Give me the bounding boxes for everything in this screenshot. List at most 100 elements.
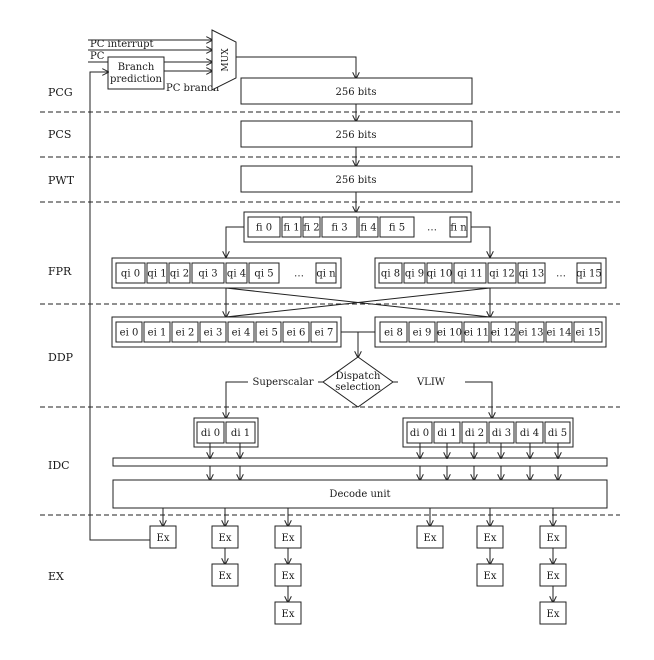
ei-right-cell [379, 321, 408, 343]
fetch-item-cell [247, 216, 281, 238]
dispatch-line1: Dispatch [336, 371, 381, 382]
dispatch-line2: selection [335, 382, 381, 393]
di-right-cell-label: di 3 [492, 428, 511, 439]
ei-right-cell-label: ei 10 [437, 328, 462, 339]
queue-right-cell [487, 262, 517, 284]
fetch-item-cell [281, 216, 302, 238]
ex-unit-label: Ex [547, 609, 560, 620]
ei-left-cell [310, 321, 338, 343]
stage-label-pwt: PWT [48, 174, 75, 187]
crossing-arrows [226, 287, 490, 317]
ex-unit-label: Ex [282, 609, 295, 620]
queue-right-cell-label: qi 13 [519, 269, 545, 280]
branch-prediction-line1: Branch [118, 62, 155, 73]
ex-unit-label: Ex [219, 571, 232, 582]
ex-unit-box [416, 525, 444, 549]
pcs-buffer-label: 256 bits [335, 130, 376, 141]
decode-unit-box [112, 479, 608, 509]
queue-left-cell-label: qi 2 [170, 269, 189, 280]
ei-left-cell-label: ei 6 [287, 328, 306, 339]
ei-left-cell [143, 321, 171, 343]
ei-right-cell-label: ei 9 [413, 328, 432, 339]
ei-right-cell-label: ei 15 [575, 328, 600, 339]
ei-left-cell [115, 321, 143, 343]
ei-left-cell-label: ei 7 [315, 328, 334, 339]
fetch-item-cell-label: fi 1 [283, 223, 299, 234]
di-left-cell-label: di 1 [231, 428, 250, 439]
buffers: 256 bits 256 bits 256 bits [240, 77, 473, 212]
pc-generation: PC interrupt PC Branch prediction PC bra… [88, 29, 356, 541]
fetch-item-cell-label: fi 4 [360, 223, 376, 234]
queue-right-cell [517, 262, 546, 284]
queue-right-cell-label: qi 12 [489, 269, 515, 280]
fetch-item-cell [449, 216, 468, 238]
decode-unit-label: Decode unit [329, 489, 390, 500]
queue-left-cell [225, 262, 248, 284]
queue-left-cell [115, 262, 146, 284]
queue-right-cell [576, 262, 602, 284]
ei-left-cell-label: ei 5 [259, 328, 278, 339]
ei-right-cell [408, 321, 436, 343]
fetch-item-cell-label: fi 5 [389, 223, 405, 234]
ei-right-cell [517, 321, 545, 343]
branch-prediction-line2: prediction [110, 74, 163, 85]
ei-right-cell [545, 321, 573, 343]
ei-left-cell-label: ei 3 [204, 328, 223, 339]
ei-right-cell-label: ei 11 [464, 328, 489, 339]
ei-right-cell-label: ei 8 [384, 328, 403, 339]
ex-unit-box [476, 563, 504, 587]
ei-left-cell [255, 321, 282, 343]
ei-left-cell [282, 321, 310, 343]
ex-unit-label: Ex [484, 533, 497, 544]
decode-stage: Decode unit [112, 443, 608, 509]
stage-label-ex: EX [48, 570, 64, 583]
di-left-cell-label: di 0 [201, 428, 220, 439]
queue-left-cell [191, 262, 225, 284]
ex-unit-label: Ex [547, 571, 560, 582]
di-right-cell-label: di 5 [548, 428, 567, 439]
ei-right-cell [573, 321, 603, 343]
pc-interrupt-label: PC interrupt [90, 39, 154, 50]
fetch-item-cell [321, 216, 358, 238]
ei-left-cell [199, 321, 227, 343]
fetch-item-cell-label: fi 3 [331, 223, 347, 234]
pcg-buffer-label: 256 bits [335, 87, 376, 98]
bus-bar [112, 457, 608, 467]
ei-left-cell [171, 321, 199, 343]
ei-right-cell-label: ei 12 [491, 328, 516, 339]
ex-unit-label: Ex [282, 571, 295, 582]
vliw-label: VLIW [416, 377, 446, 388]
fetch-item-cell [379, 216, 415, 238]
di-right-cell-label: di 0 [410, 428, 429, 439]
queue-right-cell-label: qi 8 [381, 269, 400, 280]
pc-branch-label: PC branch [166, 83, 220, 94]
stage-label-idc: IDC [48, 459, 70, 472]
ei-right-cell-label: ei 14 [546, 328, 571, 339]
ex-unit-label: Ex [547, 533, 560, 544]
superscalar-label: Superscalar [252, 377, 313, 388]
ei-right-cell [463, 321, 490, 343]
queue-right-cell [453, 262, 487, 284]
dispatch-diamond [322, 356, 394, 408]
fetch-item-cell-label: fi 0 [256, 223, 272, 234]
mux-label: MUX [221, 48, 231, 72]
di-right-cell-label: di 4 [520, 428, 539, 439]
queue-right-cell-label: qi 9 [405, 269, 424, 280]
ei-right-cell-label: ei 13 [518, 328, 543, 339]
ei-left-cell-label: ei 1 [148, 328, 167, 339]
branch-prediction-box [107, 56, 165, 90]
pcg-buffer [240, 77, 473, 105]
fetch-item-cell-label: … [427, 223, 437, 234]
pc-label: PC [90, 51, 105, 62]
ex-unit-label: Ex [484, 571, 497, 582]
queue-left-cell-label: … [294, 269, 304, 280]
queue-left-cell-label: qi 5 [254, 269, 273, 280]
stage-label-ddp: DDP [48, 351, 74, 364]
queue-right-cell [378, 262, 403, 284]
queue-left-cell [146, 262, 168, 284]
di-right-cell-label: di 2 [465, 428, 484, 439]
